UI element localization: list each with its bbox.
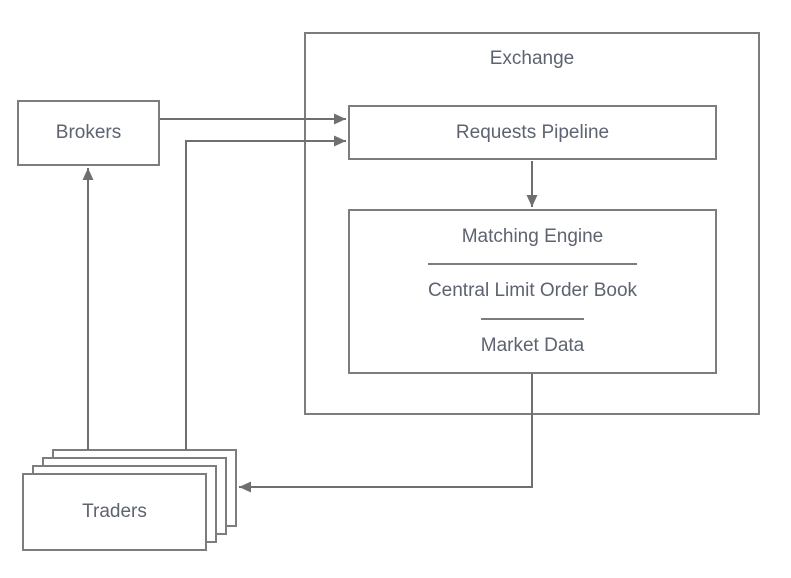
node-engine-stack: Matching Engine Central Limit Order Book…	[348, 209, 717, 374]
requests-pipeline-label: Requests Pipeline	[455, 121, 610, 143]
node-brokers: Brokers	[17, 100, 160, 166]
node-requests-pipeline: Requests Pipeline	[348, 105, 717, 160]
node-traders: Traders	[22, 473, 207, 551]
market-data-label: Market Data	[480, 334, 585, 356]
node-market-data: Market Data	[480, 317, 585, 372]
exchange-title: Exchange	[489, 48, 575, 69]
traders-label: Traders	[82, 501, 147, 522]
brokers-label: Brokers	[55, 122, 122, 143]
central-limit-order-book-label: Central Limit Order Book	[427, 280, 638, 302]
node-matching-engine: Matching Engine	[462, 211, 604, 263]
node-central-limit-order-book: Central Limit Order Book	[427, 263, 638, 317]
matching-engine-label: Matching Engine	[461, 226, 604, 248]
